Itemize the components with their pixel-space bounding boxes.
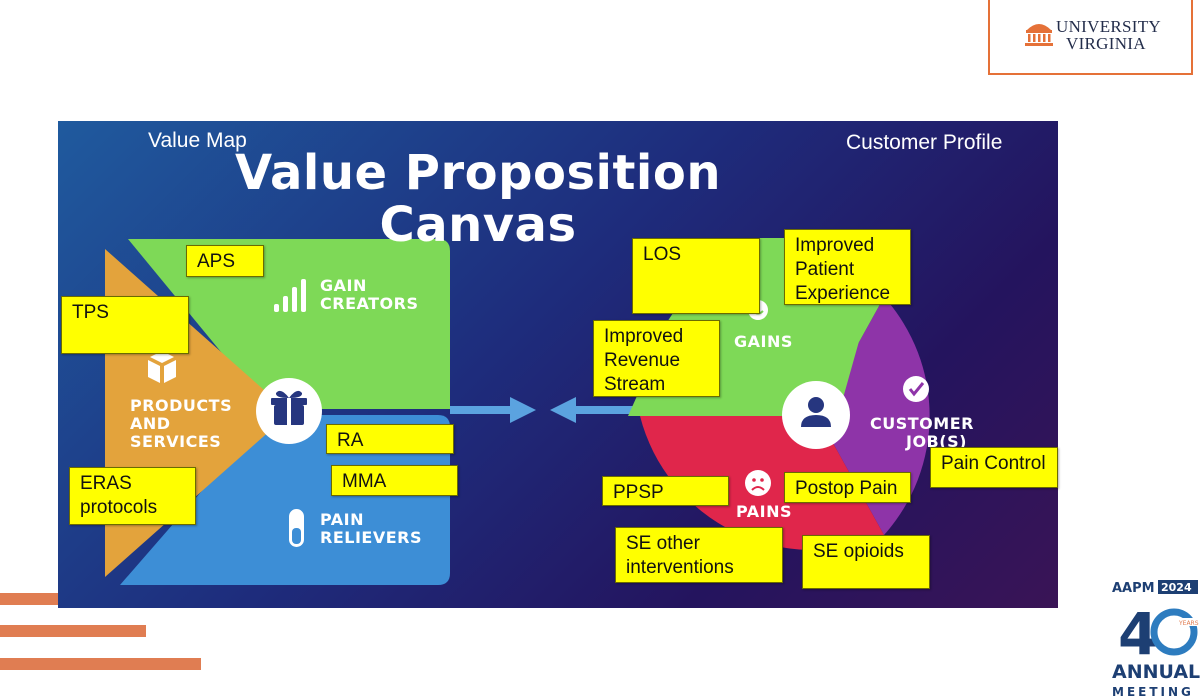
aapm-40-years-badge: AAPM 2024 4 YEARS ANNUAL MEETING: [1112, 580, 1200, 697]
products-line-3: SERVICES: [130, 432, 222, 451]
sticky-note-mma: MMA: [331, 465, 458, 496]
eras-line-1: ERAS: [80, 473, 132, 494]
connection-arrows: [450, 397, 638, 423]
patient-exp-line-3: Experience: [795, 283, 891, 304]
university-logo-box: [988, 0, 1193, 75]
sticky-note-se-opioids: SE opioids: [802, 535, 930, 589]
logo-line-2: VIRGINIA: [1066, 34, 1146, 53]
badge-years-label: YEARS: [1178, 620, 1199, 627]
decorative-stripe-2: [0, 625, 146, 637]
pain-relievers-label: PAIN RELIEVERS: [320, 511, 422, 547]
revenue-line-2: Revenue: [604, 350, 681, 371]
customer-profile-header: Customer Profile: [846, 131, 1003, 154]
revenue-line-1: Improved: [604, 326, 684, 347]
value-map-header: Value Map: [148, 129, 247, 152]
sticky-note-postop-pain: Postop Pain: [784, 472, 911, 503]
badge-org: AAPM: [1112, 581, 1155, 596]
products-services-label: PRODUCTS AND SERVICES: [130, 397, 232, 451]
badge-meeting: MEETING: [1112, 685, 1194, 697]
pains-label: PAINS: [736, 502, 793, 521]
products-line-2: AND: [130, 414, 171, 433]
gain-creators-shape: [128, 239, 450, 409]
sticky-note-los: LOS: [632, 238, 760, 314]
sticky-note-revenue-stream: Improved Revenue Stream: [593, 320, 720, 397]
decorative-stripe-3: [0, 658, 201, 670]
se-other-line-1: SE other: [626, 533, 700, 554]
gain-creators-label: GAIN CREATORS: [320, 277, 419, 313]
patient-exp-line-2: Patient: [795, 259, 855, 280]
customer-jobs-line-1: CUSTOMER: [870, 414, 974, 433]
canvas-title-line-1: Value Proposition: [234, 145, 722, 201]
logo-line-1: UNIVERSITY: [1056, 17, 1161, 36]
canvas-title-line-2: Canvas: [379, 197, 577, 253]
sticky-note-se-other-interventions: SE other interventions: [615, 527, 783, 583]
gift-icon: [271, 390, 307, 425]
badge-year: 2024: [1161, 581, 1192, 594]
sad-face-icon: [745, 470, 771, 496]
sticky-note-ppsp: PPSP: [602, 476, 729, 506]
gain-creators-line-1: GAIN: [320, 276, 367, 295]
sticky-note-pain-control: Pain Control: [930, 447, 1058, 488]
person-icon: [801, 397, 831, 427]
university-logo-text: UNIVERSITY VIRGINIA: [1056, 18, 1186, 52]
badge-annual: ANNUAL: [1112, 661, 1200, 683]
bar-chart-icon: [274, 279, 306, 312]
se-other-line-2: interventions: [626, 557, 734, 578]
pain-relievers-shape: [120, 415, 450, 585]
pain-relievers-line-2: RELIEVERS: [320, 528, 422, 547]
pain-relievers-line-1: PAIN: [320, 510, 364, 529]
sticky-note-aps: APS: [186, 245, 264, 277]
cube-icon: [148, 351, 176, 383]
revenue-line-3: Stream: [604, 374, 666, 395]
sticky-note-ra: RA: [326, 424, 454, 454]
customer-jobs-label: CUSTOMER JOB(S): [870, 415, 974, 451]
rotunda-icon: [1025, 24, 1053, 46]
customer-jobs-line-2: JOB(S): [906, 432, 967, 451]
sticky-note-tps: TPS: [61, 296, 189, 354]
sticky-note-patient-experience: Improved Patient Experience: [784, 229, 911, 305]
check-icon: [903, 376, 929, 402]
products-line-1: PRODUCTS: [130, 396, 233, 415]
gains-label: GAINS: [734, 332, 793, 351]
gain-creators-line-2: CREATORS: [320, 294, 419, 313]
eras-line-2: protocols: [80, 497, 158, 518]
decorative-stripe-1: [0, 593, 58, 605]
sticky-note-eras: ERAS protocols: [69, 467, 196, 525]
pill-icon: [289, 509, 304, 547]
patient-exp-line-1: Improved: [795, 235, 875, 256]
